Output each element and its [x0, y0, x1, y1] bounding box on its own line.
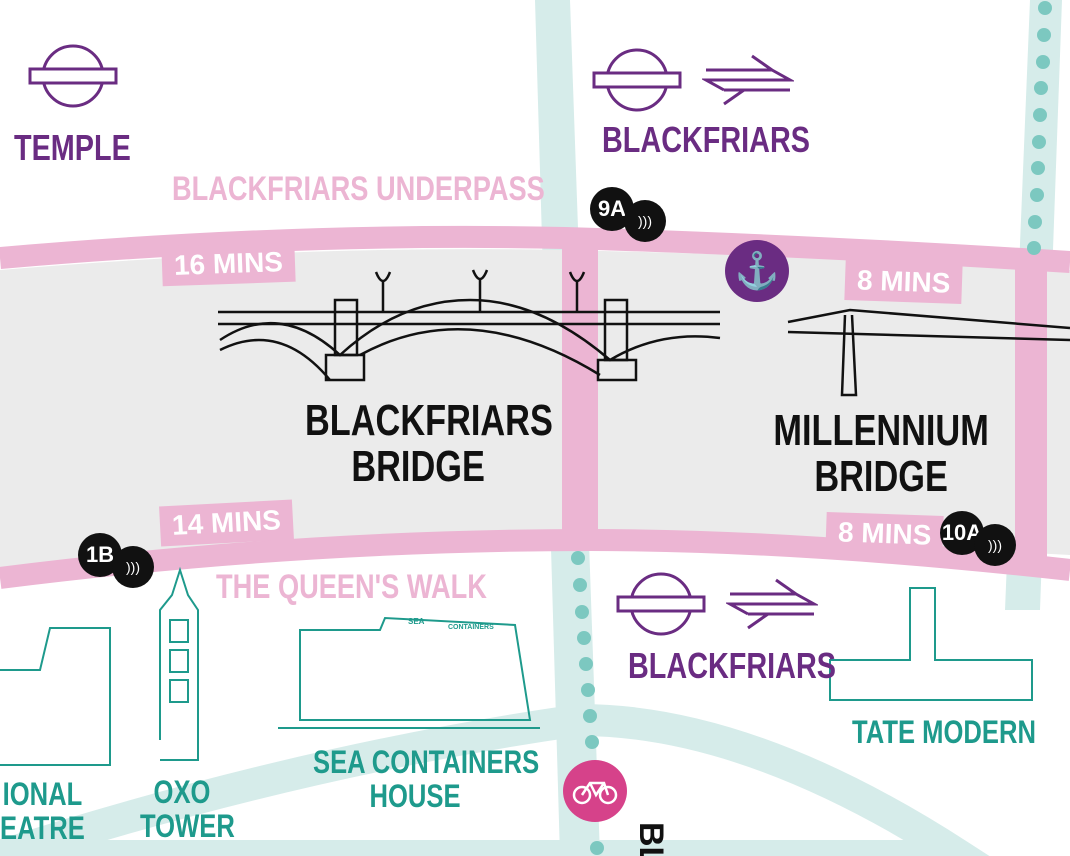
river-thames	[0, 249, 1070, 575]
street-label: BL	[632, 822, 670, 856]
contactless-icon: )))	[624, 200, 666, 242]
pier-9a-badge[interactable]: 9A)))	[590, 176, 666, 242]
path-east	[1015, 262, 1047, 572]
blackfriars-bridge-drawing	[218, 269, 721, 382]
landmark-line: SEA CONTAINERS	[313, 744, 540, 780]
walk-time-badge: 8 MINS	[825, 511, 945, 557]
underground-roundel-icon	[616, 572, 706, 636]
sea-containers-sign: CONTAINERS	[448, 624, 494, 631]
underpass-label: BLACKFRIARS UNDERPASS	[172, 170, 545, 208]
landmark-drawings	[0, 566, 1033, 766]
pier-10a-badge[interactable]: 10A)))	[940, 500, 1016, 566]
contactless-icon: )))	[974, 524, 1016, 566]
walk-time-badge: 16 MINS	[161, 241, 296, 287]
station-temple-label[interactable]: TEMPLE	[14, 127, 131, 168]
landmark-line: HOUSE	[369, 777, 461, 814]
anchor-icon[interactable]: ⚓	[725, 240, 789, 302]
sea-containers-sign: SEA	[408, 617, 425, 626]
bicycle-icon[interactable]	[563, 760, 627, 822]
pier-1b-badge[interactable]: 1B)))	[78, 522, 154, 588]
millennium-bridge-drawing	[787, 308, 1070, 397]
road-south	[0, 703, 990, 856]
bridge-name-line: BRIDGE	[814, 452, 948, 502]
national-rail-icon	[726, 578, 818, 630]
path-blackfriars-bridge	[562, 238, 598, 543]
landmark-line: OXO	[153, 774, 211, 810]
landmark-line: IONAL	[2, 776, 83, 812]
landmark-line: TOWER	[140, 807, 235, 844]
bridge-name-line: MILLENNIUM	[773, 406, 989, 455]
pier-number: 1B	[78, 533, 122, 577]
walk-time-badge: 14 MINS	[159, 499, 294, 547]
station-blackfriars-north-label[interactable]: BLACKFRIARS	[602, 119, 810, 160]
walk-time-badge: 8 MINS	[844, 259, 964, 305]
rail-line-dots	[571, 1, 1052, 855]
bridge-name-line: BLACKFRIARS	[305, 396, 553, 445]
underground-roundel-icon	[592, 48, 682, 112]
queens-walk-label: THE QUEEN'S WALK	[216, 568, 487, 606]
tate-modern-label[interactable]: TATE MODERN	[852, 714, 1036, 750]
underground-roundel-icon	[28, 44, 118, 108]
station-blackfriars-south-label[interactable]: BLACKFRIARS	[628, 645, 836, 686]
national-rail-icon	[702, 54, 794, 106]
landmark-line: EATRE	[0, 809, 85, 846]
bridge-name-line: BRIDGE	[351, 442, 485, 492]
contactless-icon: )))	[112, 546, 154, 588]
